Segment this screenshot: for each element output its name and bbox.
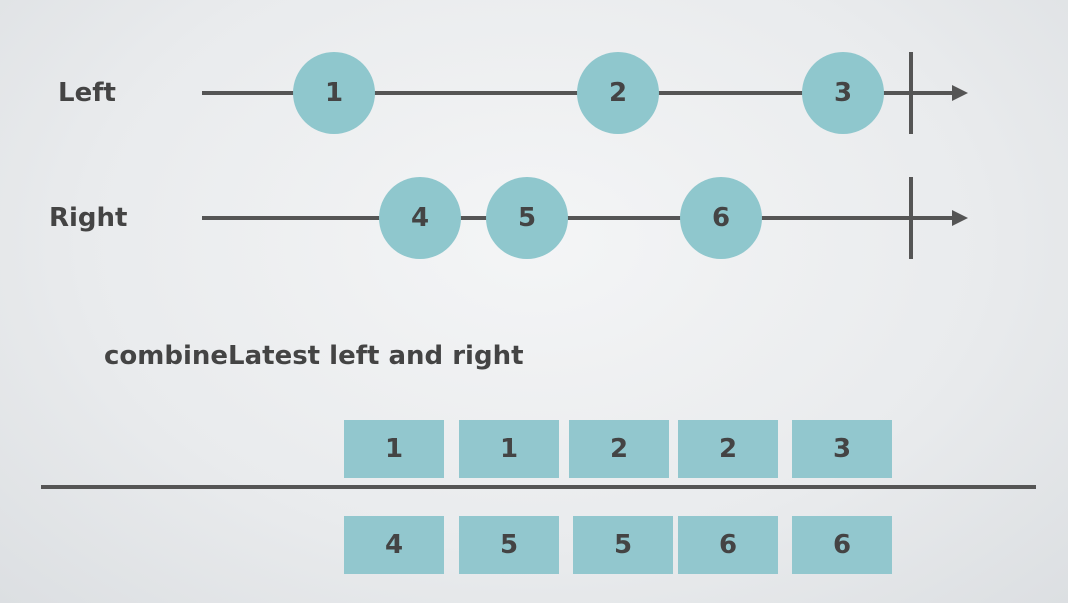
- combined-bottom-cell: 6: [678, 516, 778, 574]
- marble-right-6: 6: [680, 177, 762, 259]
- combined-bottom-cell: 6: [792, 516, 892, 574]
- marble-left-3: 3: [802, 52, 884, 134]
- arrow-right-icon: [952, 210, 968, 226]
- marble-left-2: 2: [577, 52, 659, 134]
- combined-top-cell: 1: [344, 420, 444, 478]
- combined-top-cell: 3: [792, 420, 892, 478]
- arrow-right-icon: [952, 85, 968, 101]
- combined-bottom-cell: 4: [344, 516, 444, 574]
- combined-top-cell: 2: [569, 420, 669, 478]
- stream-line-right: [202, 216, 954, 220]
- operator-caption: combineLatest left and right: [104, 341, 524, 371]
- completion-bar-left: [909, 52, 913, 134]
- combined-divider: [41, 485, 1036, 489]
- combined-bottom-cell: 5: [573, 516, 673, 574]
- combined-top-cell: 2: [678, 420, 778, 478]
- marble-right-5: 5: [486, 177, 568, 259]
- stream-label-right: Right: [49, 203, 128, 233]
- completion-bar-right: [909, 177, 913, 259]
- marble-left-1: 1: [293, 52, 375, 134]
- combined-bottom-cell: 5: [459, 516, 559, 574]
- combined-top-cell: 1: [459, 420, 559, 478]
- stream-label-left: Left: [58, 78, 116, 108]
- marble-right-4: 4: [379, 177, 461, 259]
